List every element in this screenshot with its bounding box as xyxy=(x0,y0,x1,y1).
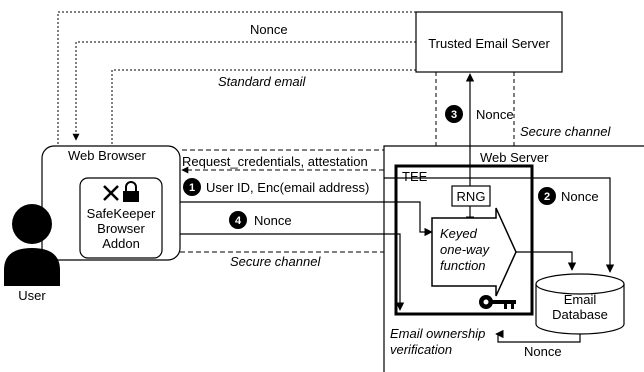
web-server-region: Web Server xyxy=(383,145,644,372)
keyed-function-shape: Keyed one-way function xyxy=(431,207,517,297)
rng-label: RNG xyxy=(457,189,486,204)
db-nonce-arrow: Nonce xyxy=(495,329,581,359)
addon-line-2: Browser xyxy=(97,221,145,236)
request-credentials-label: Request_credentials, attestation xyxy=(182,154,368,169)
svg-text:2: 2 xyxy=(544,191,550,203)
email-ownership-line-1: Email ownership xyxy=(390,326,485,341)
keyed-function-line-3: function xyxy=(440,258,486,273)
tee-label: TEE xyxy=(402,169,428,184)
addon-box: SafeKeeper Browser Addon xyxy=(79,177,163,259)
standard-email-label: Standard email xyxy=(218,74,307,89)
web-browser-label: Web Browser xyxy=(68,148,146,163)
keyed-function-line-1: Keyed xyxy=(440,226,478,241)
email-ownership-line-2: verification xyxy=(390,342,452,357)
secure-channel-bottom-label: Secure channel xyxy=(230,254,321,269)
email-database: Email Database xyxy=(535,273,625,335)
svg-text:3: 3 xyxy=(451,109,457,121)
web-server-label: Web Server xyxy=(480,150,549,165)
request-credentials-arrow: Request_credentials, attestation xyxy=(181,149,384,174)
step-4-badge xyxy=(229,211,247,229)
nonce-3-label: Nonce xyxy=(476,107,514,122)
svg-text:4: 4 xyxy=(235,215,242,227)
standard-email-path: Standard email xyxy=(111,69,416,148)
key-icon xyxy=(479,295,516,309)
rng-box: RNG xyxy=(451,185,491,207)
secure-channel-right-label: Secure channel xyxy=(520,124,611,139)
secure-channel-right: Secure channel xyxy=(435,72,611,146)
nonce-3-arrow: 3 Nonce xyxy=(445,73,514,186)
cross-icon xyxy=(103,185,119,201)
tee-box: TEE xyxy=(394,164,534,316)
function-to-db-arrow xyxy=(516,251,577,271)
user-id-enc-label: User ID, Enc(email address) xyxy=(206,180,369,195)
nonce-4-label: Nonce xyxy=(254,213,292,228)
nonce-db-label: Nonce xyxy=(524,344,562,359)
nonce-dotted-path: Nonce xyxy=(72,22,416,141)
addon-line-1: SafeKeeper xyxy=(87,206,156,221)
step-1-badge xyxy=(183,178,201,196)
trusted-email-server-box: Trusted Email Server xyxy=(415,11,563,73)
email-database-line-1: Email xyxy=(564,292,597,307)
email-database-line-2: Database xyxy=(552,307,608,322)
nonce-top-label: Nonce xyxy=(250,22,288,37)
user-icon: User xyxy=(4,204,60,303)
outer-dotted-line xyxy=(57,11,416,148)
lock-icon xyxy=(123,181,139,202)
nonce-2-label: Nonce xyxy=(561,189,599,204)
step-1-arrow: 1 User ID, Enc(email address) xyxy=(180,178,433,237)
secure-channel-bottom: Secure channel xyxy=(180,251,384,269)
user-label: User xyxy=(18,288,46,303)
addon-line-3: Addon xyxy=(102,236,140,251)
svg-text:1: 1 xyxy=(189,182,195,194)
trusted-email-server-label: Trusted Email Server xyxy=(428,36,550,51)
step-2-arrow: 2 Nonce xyxy=(384,177,615,273)
step-4-arrow: 4 Nonce xyxy=(180,211,405,311)
step-2-badge xyxy=(538,187,556,205)
step-3-badge xyxy=(445,105,463,123)
keyed-function-line-2: one-way xyxy=(440,242,491,257)
